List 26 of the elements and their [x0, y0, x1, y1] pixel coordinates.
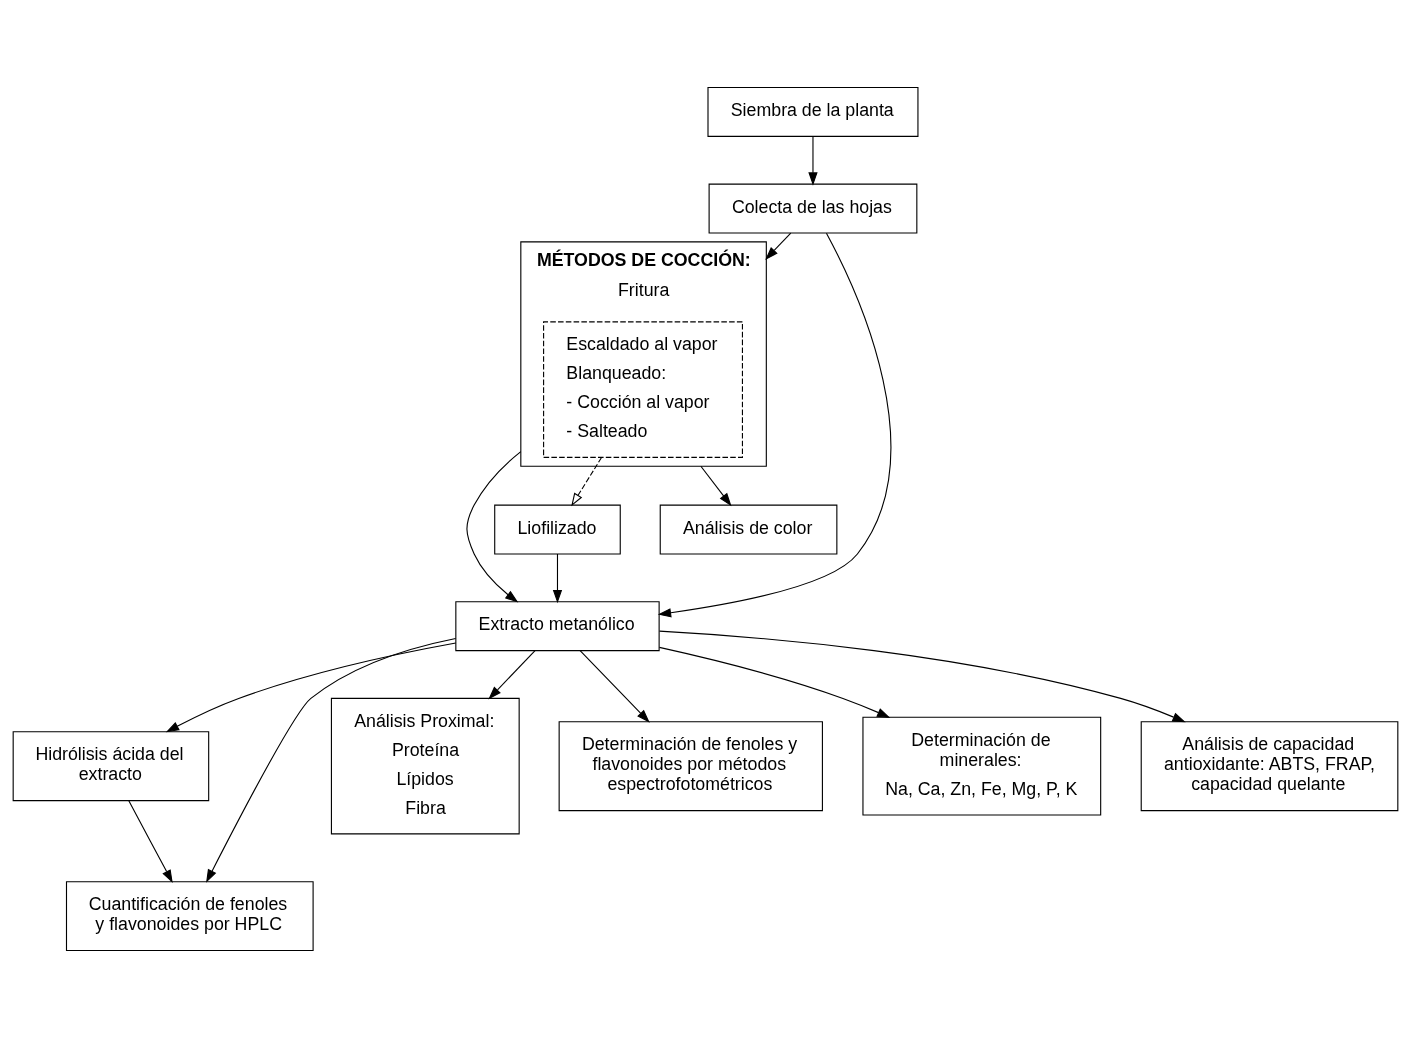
node-box: Análisis de color: [659, 504, 838, 555]
node-box: Hidrólisis ácida del extracto: [12, 731, 210, 802]
arrow: [488, 650, 536, 700]
arrow: [579, 650, 650, 723]
arrow: [571, 457, 603, 507]
node-box: Análisis Proximal: Proteína Lípidos Fibra: [330, 697, 520, 835]
arrow: [658, 630, 1186, 723]
arrow: [206, 637, 457, 883]
node-box: Extracto metanólico: [455, 601, 660, 652]
arrow: [165, 642, 457, 733]
arrow: [128, 800, 173, 884]
arrow: [765, 232, 792, 260]
node-box: Colecta de las hojas: [708, 183, 918, 234]
node-box: Determinación de fenoles y flavonoides por métodos espectrofotométricos: [558, 721, 823, 812]
arrow: [657, 232, 892, 618]
node-box: Análisis de capacidad antioxidante: ABTS, FRAP, capacidad quelante: [1140, 721, 1399, 812]
arrow: [466, 451, 522, 603]
arrow: [658, 646, 891, 718]
arrow: [552, 553, 563, 604]
node-box: Siembra de la planta: [707, 86, 919, 137]
node-box: Cuantificación de fenoles y flavonoides por HPLC: [65, 881, 314, 952]
node-box: Escaldado al vapor Blanqueado: - Cocción al vapor - Salteado: [543, 321, 743, 458]
node-box: Liofilizado: [494, 504, 621, 555]
arrow: [700, 465, 732, 507]
arrow: [808, 135, 818, 186]
node-box: Determinación de minerales: Na, Ca, Zn, Fe, Mg, P, K: [862, 716, 1102, 816]
